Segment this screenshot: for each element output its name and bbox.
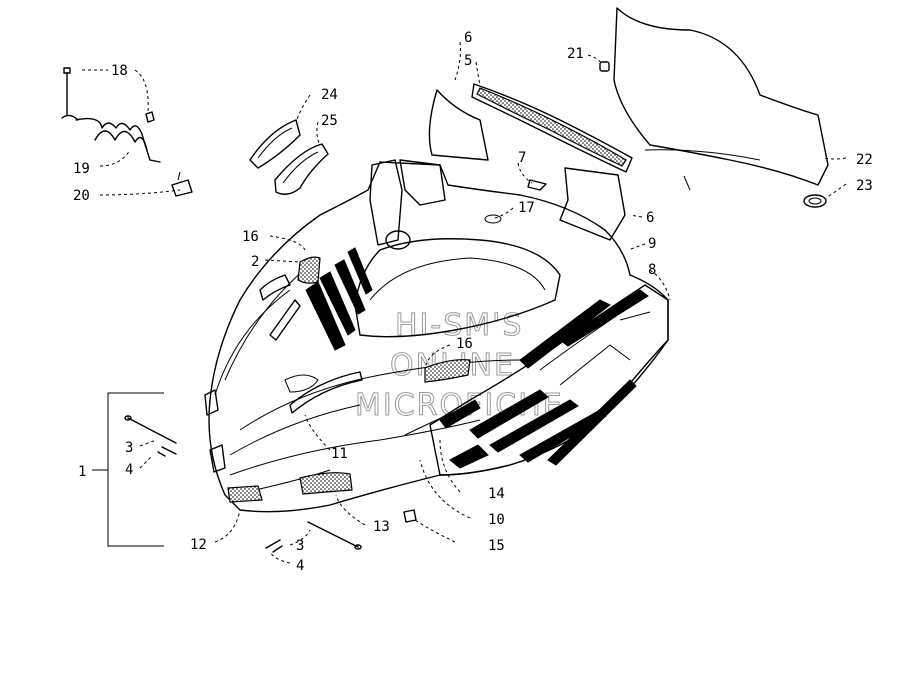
mirror-trim <box>249 119 329 195</box>
trim-strip <box>471 83 633 173</box>
part-label-25: 25 <box>321 113 338 129</box>
part-label-24: 24 <box>321 87 338 103</box>
hood-strap <box>61 67 193 197</box>
part-label-23: 23 <box>856 178 873 194</box>
windshield-nut <box>599 61 610 72</box>
push-nut <box>403 509 417 523</box>
assembly-bracket <box>92 392 164 547</box>
part-label-4b: 4 <box>296 558 304 574</box>
part-label-6b: 6 <box>646 210 654 226</box>
clip <box>527 179 547 191</box>
part-label-16a: 16 <box>242 229 259 245</box>
part-label-16b: 16 <box>456 336 473 352</box>
part-label-3a: 3 <box>125 440 133 456</box>
part-label-18: 18 <box>111 63 128 79</box>
windshield <box>613 7 829 191</box>
part-label-17: 17 <box>518 200 535 216</box>
part-label-3b: 3 <box>296 538 304 554</box>
decal-lower <box>559 167 626 241</box>
part-label-21: 21 <box>567 46 584 62</box>
part-label-9: 9 <box>648 236 656 252</box>
part-label-14: 14 <box>488 486 505 502</box>
part-label-10: 10 <box>488 512 505 528</box>
grommet <box>803 194 827 208</box>
part-label-12: 12 <box>190 537 207 553</box>
part-label-8: 8 <box>648 262 656 278</box>
part-label-20: 20 <box>73 188 90 204</box>
side-decal <box>404 284 669 476</box>
part-label-2: 2 <box>251 254 259 270</box>
part-label-11: 11 <box>331 446 348 462</box>
part-label-22: 22 <box>856 152 873 168</box>
part-label-5: 5 <box>464 53 472 69</box>
part-label-13: 13 <box>373 519 390 535</box>
part-label-6a: 6 <box>464 30 472 46</box>
part-label-7: 7 <box>518 150 526 166</box>
part-label-4a: 4 <box>125 462 133 478</box>
part-label-1: 1 <box>78 464 86 480</box>
hood <box>204 159 669 513</box>
part-label-19: 19 <box>73 161 90 177</box>
svg-text:HI-SM'S: HI-SM'S <box>395 308 523 343</box>
part-label-15: 15 <box>488 538 505 554</box>
decal-upper <box>428 89 489 161</box>
hinge-pin-bottom <box>265 521 362 553</box>
part-labels: 1 2 3 3 4 4 5 6 6 7 8 9 10 11 12 13 14 1… <box>73 30 873 574</box>
hinge-pin-left <box>124 415 177 457</box>
leader-lines <box>82 41 847 564</box>
